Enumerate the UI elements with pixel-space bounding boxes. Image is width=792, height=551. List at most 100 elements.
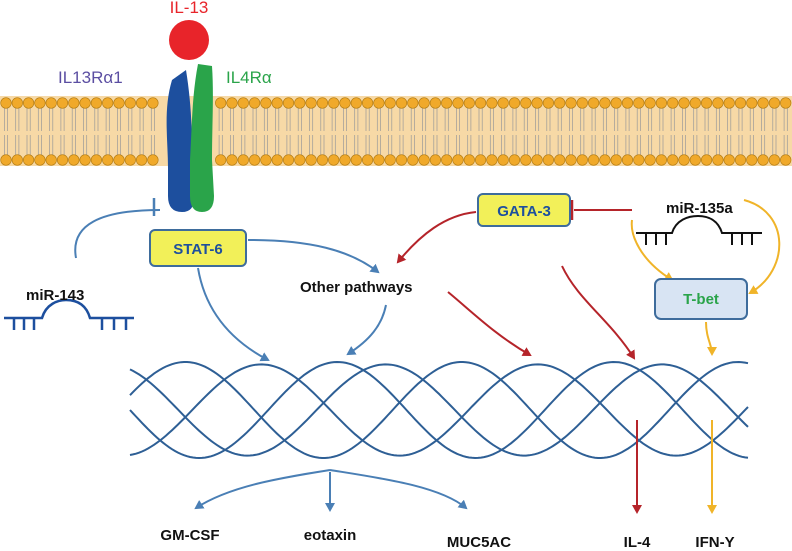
- lipid-head: [34, 154, 46, 166]
- lipid-head: [655, 154, 668, 166]
- il4-label: IL-4: [624, 534, 651, 551]
- lipid-head: [68, 97, 80, 109]
- lipid-head: [237, 154, 249, 166]
- lipid-head: [282, 154, 295, 166]
- lipid-heads: [0, 97, 792, 166]
- dna-double-helix: [129, 360, 749, 460]
- lipid-head: [215, 154, 227, 166]
- ifn-label: IFN-Y: [695, 534, 734, 551]
- lipid-head: [260, 154, 272, 166]
- lipid-head: [271, 97, 283, 109]
- il13ra1-label: IL13Rα1: [58, 68, 123, 87]
- lipid-head: [79, 97, 91, 109]
- lipid-head: [780, 154, 792, 166]
- lipid-head: [723, 97, 735, 109]
- lipid-head: [734, 154, 747, 166]
- lipid-tails: [4, 108, 788, 155]
- lipid-head: [723, 154, 735, 166]
- il13ra1-receptor: [166, 70, 195, 212]
- lipid-head: [113, 97, 125, 109]
- gata3-to-other-arrow: [396, 211, 477, 264]
- lipid-head: [407, 97, 419, 109]
- lipid-head: [45, 154, 57, 166]
- lipid-head: [260, 97, 272, 109]
- lipid-head: [362, 154, 374, 166]
- lipid-head: [11, 154, 23, 166]
- lipid-head: [520, 154, 532, 166]
- cell-membrane: [0, 96, 792, 166]
- other-to-dna-red-arrow: [447, 291, 532, 356]
- lipid-head: [746, 154, 758, 166]
- il13-label: IL-13: [170, 0, 209, 17]
- lipid-head: [486, 154, 498, 166]
- lipid-head: [678, 154, 690, 166]
- lipid-head: [508, 97, 521, 109]
- eotaxin-label: eotaxin: [304, 527, 357, 544]
- lipid-head: [441, 154, 453, 166]
- lipid-head: [113, 154, 125, 166]
- receptor-complex: [166, 20, 214, 212]
- lipid-head: [418, 97, 430, 109]
- lipid-head: [678, 97, 690, 109]
- lipid-head: [226, 97, 238, 109]
- il4ra-receptor: [190, 64, 214, 212]
- stat6-to-dna-arrow: [197, 267, 270, 362]
- lipid-head: [373, 154, 385, 166]
- lipid-head: [429, 97, 442, 109]
- lipid-head: [542, 154, 555, 166]
- lipid-head: [79, 154, 91, 166]
- lipid-head: [576, 97, 588, 109]
- dna-to-gmcsf-arrow: [194, 469, 331, 510]
- lipid-head: [373, 97, 385, 109]
- stat6-to-other-arrow: [247, 239, 380, 274]
- lipid-head: [746, 97, 758, 109]
- dna-strand: [129, 363, 749, 457]
- lipid-head: [350, 154, 362, 166]
- lipid-head: [136, 154, 148, 166]
- lipid-head: [384, 154, 396, 166]
- il4ra-label: IL4Rα: [226, 68, 272, 87]
- gata3-to-il4-dna-arrow: [561, 265, 636, 360]
- lipid-head: [328, 97, 340, 109]
- mir135a-to-tbet-arrow: [743, 199, 781, 294]
- lipid-head: [700, 97, 713, 109]
- lipid-head: [45, 97, 57, 109]
- lipid-head: [700, 154, 713, 166]
- lipid-head: [22, 154, 35, 166]
- lipid-head: [497, 97, 509, 109]
- other-to-dna-arrow: [346, 304, 387, 356]
- lipid-head: [124, 154, 136, 166]
- lipid-head: [587, 154, 600, 166]
- lipid-head: [34, 97, 46, 109]
- lipid-head: [102, 97, 114, 109]
- lipid-head: [565, 154, 577, 166]
- lipid-head: [508, 154, 521, 166]
- lipid-head: [599, 97, 611, 109]
- lipid-head: [305, 97, 317, 109]
- lipid-head: [339, 154, 351, 166]
- lipid-head: [644, 97, 656, 109]
- lipid-head: [294, 154, 306, 166]
- lipid-head: [621, 154, 634, 166]
- lipid-head: [90, 154, 102, 166]
- lipid-head: [147, 154, 159, 166]
- other-pathways-label: Other pathways: [300, 279, 413, 296]
- lipid-head: [395, 154, 408, 166]
- lipid-head: [655, 97, 668, 109]
- lipid-head: [463, 154, 475, 166]
- lipid-head: [734, 97, 747, 109]
- lipid-head: [587, 97, 600, 109]
- lipid-head: [780, 97, 792, 109]
- lipid-head: [102, 154, 114, 166]
- lipid-head: [147, 97, 159, 109]
- lipid-head: [350, 97, 362, 109]
- lipid-head: [633, 97, 645, 109]
- mir143-hairpin-icon: [4, 298, 134, 330]
- lipid-head: [11, 97, 23, 109]
- dna-strand: [129, 363, 749, 457]
- gmcsf-label: GM-CSF: [160, 527, 219, 544]
- mir135a-label: miR-135a: [666, 200, 733, 217]
- lipid-head: [554, 154, 566, 166]
- stat6-label: STAT-6: [173, 241, 222, 258]
